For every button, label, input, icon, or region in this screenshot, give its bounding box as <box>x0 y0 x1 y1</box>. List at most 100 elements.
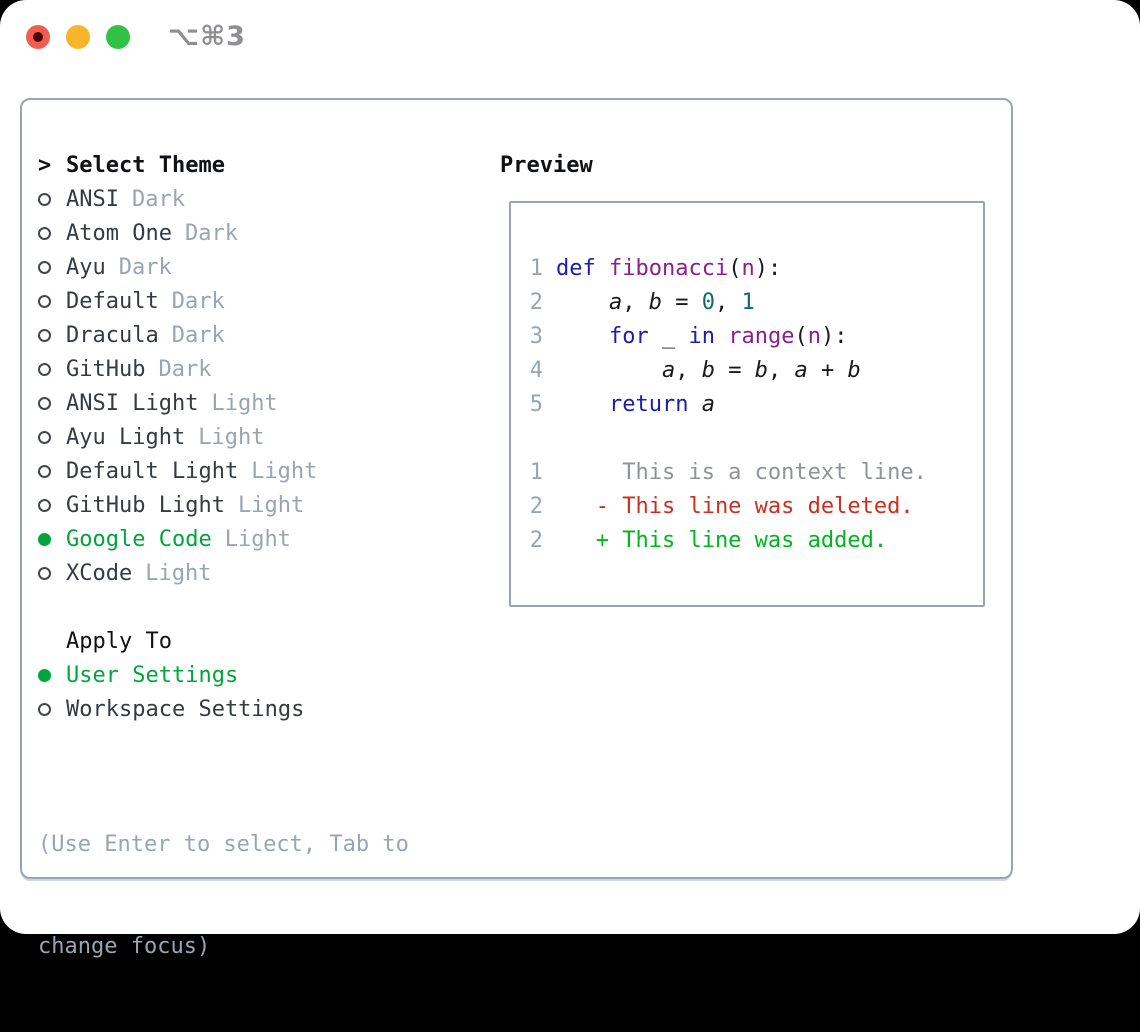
diff-line: 1 This is a context line. <box>529 455 983 489</box>
close-button[interactable] <box>26 25 50 49</box>
zoom-button[interactable] <box>106 25 130 49</box>
token-typ: n <box>807 323 821 349</box>
token-pln: , <box>675 357 702 383</box>
theme-name: Default <box>66 288 159 314</box>
theme-variant-tag: Light <box>211 390 278 416</box>
apply-to-label: Workspace Settings <box>66 696 305 722</box>
theme-option[interactable]: GitHub Light Light <box>38 488 488 522</box>
line-number: 2 <box>529 493 543 519</box>
code-line: 1 def fibonacci(n): <box>529 251 983 285</box>
theme-option[interactable]: Atom One Dark <box>38 216 488 250</box>
radio-icon <box>38 362 51 376</box>
line-number: 3 <box>529 323 543 349</box>
token-pln <box>596 256 609 281</box>
theme-option[interactable]: Ayu Dark <box>38 250 488 284</box>
token-pln <box>556 324 609 349</box>
token-var: b <box>847 357 861 383</box>
token-kwd: def <box>556 255 596 281</box>
diff-context-text: This is a context line. <box>556 459 927 485</box>
line-number: 2 <box>529 527 543 553</box>
token-pln: , <box>622 289 649 315</box>
radio-icon <box>38 566 51 580</box>
radio-icon <box>38 226 51 240</box>
keyboard-hint: (Use Enter to select, Tab to change focu… <box>38 760 488 1032</box>
token-var: a <box>661 357 676 383</box>
radio-icon <box>38 294 51 308</box>
theme-variant-tag: Dark <box>171 322 225 348</box>
radio-icon <box>38 430 51 444</box>
theme-option[interactable]: Ayu Light Light <box>38 420 488 454</box>
theme-option[interactable]: ANSI Dark <box>38 182 488 216</box>
token-kwd: in <box>688 323 715 349</box>
minimize-button[interactable] <box>66 25 90 49</box>
token-pln <box>556 392 609 417</box>
token-kwd: for <box>608 323 649 349</box>
hint-line-2: change focus) <box>38 934 211 959</box>
token-pln: ( <box>794 323 808 349</box>
token-lit: 1 <box>741 289 755 315</box>
token-pln: ): <box>820 323 848 349</box>
theme-list-pane: >Select Theme ANSI Dark Atom One Dark Ay… <box>38 148 488 1032</box>
line-number: 5 <box>529 391 543 417</box>
blank-line <box>529 421 983 455</box>
token-var: b <box>701 357 715 383</box>
theme-option[interactable]: Default Light Light <box>38 454 488 488</box>
diff-preview: 1 This is a context line. 2 - This line w… <box>529 455 983 557</box>
hint-line-1: (Use Enter to select, Tab to <box>38 832 409 857</box>
line-number: 1 <box>529 255 543 281</box>
theme-option[interactable]: Google Code Light <box>38 522 488 556</box>
code-line: 5 return a <box>529 387 983 421</box>
token-var: b <box>754 357 768 383</box>
line-number: 2 <box>529 289 543 315</box>
apply-to-title: Apply To <box>66 628 172 654</box>
theme-name: Ayu <box>66 254 106 280</box>
theme-variant-tag: Light <box>251 458 318 484</box>
radio-icon <box>38 260 51 274</box>
theme-option[interactable]: GitHub Dark <box>38 352 488 386</box>
token-lit: 0 <box>701 289 715 315</box>
theme-name: GitHub Light <box>66 492 225 518</box>
token-pln: , <box>767 357 795 383</box>
theme-name: Google Code <box>66 526 212 552</box>
token-typ: n <box>741 255 755 281</box>
theme-variant-tag: Light <box>237 492 305 518</box>
code-line: 2 a, b = 0, 1 <box>529 285 983 319</box>
diff-deleted-text: - This line was deleted. <box>556 493 914 519</box>
theme-name: Ayu Light <box>66 424 186 450</box>
token-pln <box>556 290 609 315</box>
theme-variant-tag: Dark <box>184 220 238 246</box>
theme-name: GitHub <box>66 356 146 382</box>
radio-icon <box>38 668 51 682</box>
theme-variant-tag: Dark <box>131 186 185 212</box>
code-line: 4 a, b = b, a + b <box>529 353 983 387</box>
theme-name: Default Light <box>66 458 239 484</box>
theme-option[interactable]: XCode Light <box>38 556 488 590</box>
theme-option[interactable]: Dracula Dark <box>38 318 488 352</box>
code-text: a, b = b, a + b <box>556 358 861 383</box>
theme-option[interactable]: ANSI Light Light <box>38 386 488 420</box>
apply-to-list: User Settings Workspace Settings <box>38 658 488 726</box>
theme-variant-tag: Dark <box>158 356 212 382</box>
theme-name: Atom One <box>66 220 172 246</box>
token-var: b <box>648 289 662 315</box>
token-kwd: return <box>608 391 689 417</box>
token-var: a <box>701 391 715 417</box>
traffic-lights <box>26 25 130 49</box>
focus-caret-icon: > <box>38 152 52 178</box>
radio-icon <box>38 328 51 342</box>
select-theme-header: >Select Theme <box>38 148 488 182</box>
theme-variant-tag: Light <box>224 526 291 552</box>
theme-variant-tag: Dark <box>171 288 225 314</box>
token-pln <box>688 392 701 417</box>
unsaved-dot-icon <box>33 32 43 42</box>
apply-to-option[interactable]: Workspace Settings <box>38 692 488 726</box>
window-shortcut-label: ⌥⌘3 <box>168 21 246 52</box>
code-text: def fibonacci(n): <box>556 256 781 281</box>
theme-option[interactable]: Default Dark <box>38 284 488 318</box>
line-number: 1 <box>529 459 543 485</box>
apply-to-option[interactable]: User Settings <box>38 658 488 692</box>
token-pln: ( <box>728 255 742 281</box>
theme-name: Dracula <box>66 322 159 348</box>
